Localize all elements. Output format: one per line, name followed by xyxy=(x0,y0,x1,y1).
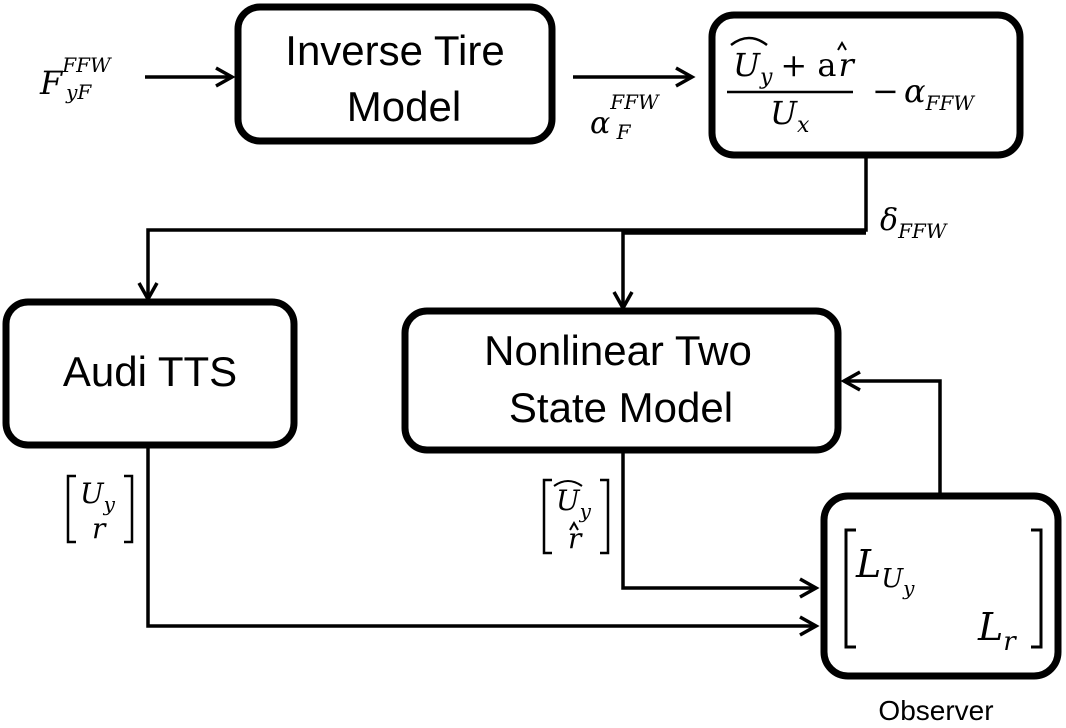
measured-r: r xyxy=(92,512,107,545)
arrowhead-feedback xyxy=(840,370,861,392)
observer-gain-uy: LUy xyxy=(855,542,915,600)
wire-steer-feed xyxy=(146,157,868,296)
observer-caption: Observer xyxy=(878,695,993,726)
estimated-state-vector: Uy r xyxy=(542,478,610,555)
audi-tts-block: Audi TTS xyxy=(2,298,298,449)
wire-observer-feedback xyxy=(846,379,942,493)
observer-block: LUy Lr Observer xyxy=(820,492,1062,726)
steer-numerator: Uy+ ar xyxy=(733,46,855,90)
steer-angle-block: Uy+ ar Ux − αFFW xyxy=(708,11,1024,159)
estimated-r-hat-icon xyxy=(569,520,579,531)
estimated-right-bracket xyxy=(600,478,610,555)
two-state-label-line2: State Model xyxy=(509,384,733,431)
observer-gain-r: Lr xyxy=(977,605,1017,657)
steer-minus: − xyxy=(872,72,899,110)
hat-wide-icon xyxy=(730,36,768,47)
arrowhead-observer-measured xyxy=(799,615,820,637)
inverse-tire-label-line1: Inverse Tire xyxy=(285,27,504,74)
steer-alpha-ffw: αFFW xyxy=(904,72,975,115)
measured-uy: Uy xyxy=(80,477,116,516)
wire-audi-to-observer xyxy=(146,447,814,628)
measured-state-vector: Uy r xyxy=(66,474,134,545)
hat-small-icon xyxy=(837,40,847,51)
wire-steer-to-two-state xyxy=(621,231,866,306)
two-state-label-line1: Nonlinear Two xyxy=(484,327,752,374)
estimated-uy-hat-icon xyxy=(553,480,583,487)
observer-right-bracket xyxy=(1031,528,1043,649)
connections xyxy=(137,66,942,637)
measured-right-bracket xyxy=(124,474,134,544)
estimated-left-bracket xyxy=(542,478,552,555)
inverse-tire-model-block: Inverse Tire Model xyxy=(234,3,556,145)
measured-left-bracket xyxy=(66,474,76,544)
arrowhead-observer-estimated xyxy=(799,577,820,599)
inverse-tire-label-line2: Model xyxy=(347,83,461,130)
arrowhead-inverse-tire xyxy=(215,66,236,88)
steer-denominator: Ux xyxy=(770,94,810,138)
two-state-model-block: Nonlinear Two State Model xyxy=(401,307,842,454)
wire-two-state-to-observer xyxy=(621,452,814,590)
estimated-uy: Uy xyxy=(556,484,592,523)
audi-tts-label: Audi TTS xyxy=(63,348,237,395)
observer-left-bracket xyxy=(844,528,856,649)
steer-signal-label: δFFW xyxy=(880,203,948,243)
estimated-r: r xyxy=(568,522,583,555)
arrowhead-steer-calc xyxy=(675,66,696,88)
